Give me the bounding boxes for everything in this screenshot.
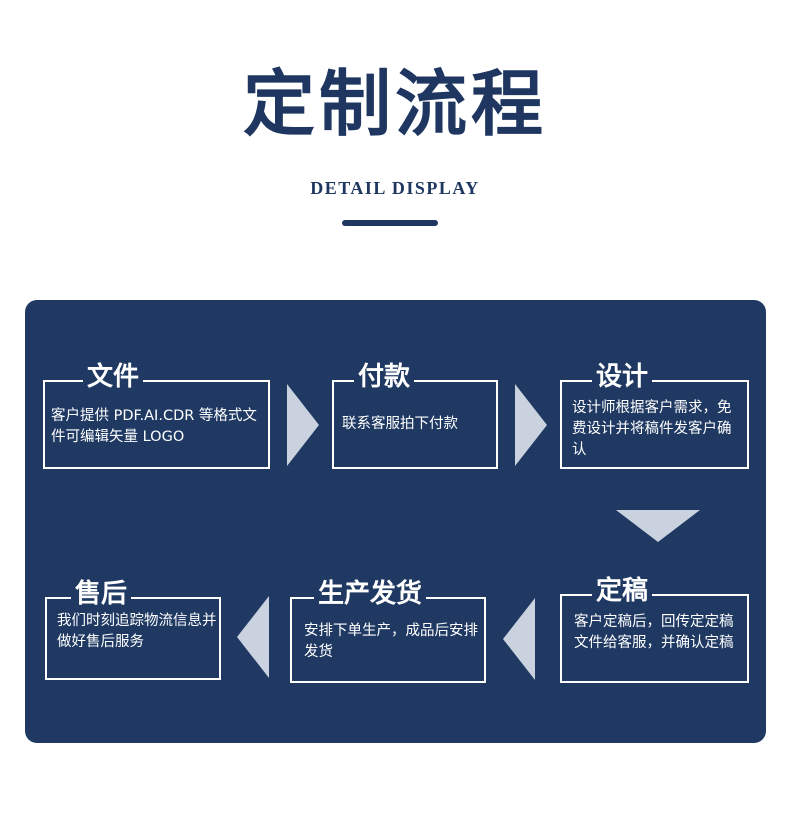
step-description: 安排下单生产，成品后安排发货 — [304, 623, 478, 660]
page-subtitle: DETAIL DISPLAY — [310, 178, 480, 198]
arrow-left-icon — [237, 596, 269, 678]
step-description: 我们时刻追踪物流信息并做好售后服务 — [57, 613, 217, 650]
arrow-down-icon — [616, 510, 700, 542]
page-title: 定制流程 — [242, 61, 547, 146]
step-title: 生产发货 — [314, 577, 427, 611]
step-file: 文件 客户提供 PDF.AI.CDR 等格式文件可编辑矢量 LOGO — [43, 360, 270, 469]
title-divider — [342, 220, 438, 226]
step-design: 设计 设计师根据客户需求，免费设计并将稿件发客户确认 — [560, 360, 749, 469]
step-payment: 付款 联系客服拍下付款 — [332, 360, 498, 469]
step-title: 设计 — [592, 360, 653, 394]
arrow-left-icon — [503, 598, 535, 680]
arrow-right-icon — [515, 384, 547, 466]
arrow-right-icon — [287, 384, 319, 466]
step-description: 设计师根据客户需求，免费设计并将稿件发客户确认 — [572, 400, 732, 458]
step-description: 联系客服拍下付款 — [342, 416, 458, 432]
step-description: 客户定稿后，回传定定稿文件给客服，并确认定稿 — [574, 614, 734, 651]
step-finalize: 定稿 客户定稿后，回传定定稿文件给客服，并确认定稿 — [560, 574, 749, 683]
step-title: 售后 — [71, 577, 132, 611]
step-title: 付款 — [354, 360, 415, 394]
step-description: 客户提供 PDF.AI.CDR 等格式文件可编辑矢量 LOGO — [51, 408, 257, 445]
step-production-shipping: 生产发货 安排下单生产，成品后安排发货 — [290, 577, 486, 683]
step-after-sales: 售后 我们时刻追踪物流信息并做好售后服务 — [45, 577, 221, 680]
step-title: 定稿 — [592, 574, 653, 608]
process-panel: 文件 客户提供 PDF.AI.CDR 等格式文件可编辑矢量 LOGO 付款 联系… — [25, 300, 766, 743]
step-title: 文件 — [83, 360, 144, 394]
